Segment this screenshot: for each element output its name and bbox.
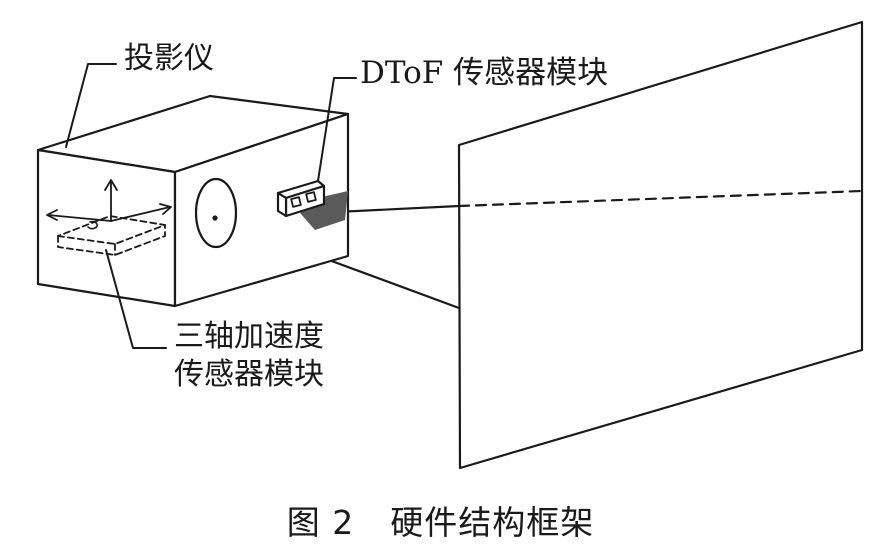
dtof-label-chinese: 传感器模块 — [453, 55, 609, 91]
dtof-module-side — [276, 191, 288, 218]
leader-projector — [65, 63, 117, 148]
accel-axis-y-arrowhead — [159, 203, 172, 215]
lens-center-dot — [212, 215, 218, 221]
accel-axis-z-arrowhead — [104, 179, 118, 191]
leader-dtof — [317, 77, 357, 182]
dtof-receiver-window — [305, 191, 317, 203]
dtof-label-latin: DToF — [360, 55, 444, 91]
projector-lens — [194, 177, 238, 249]
leader-accel — [105, 249, 167, 349]
accel-label-line-2: 传感器模块 — [174, 357, 324, 392]
accelerometer-label: 三轴加速度 传感器模块 — [174, 318, 324, 394]
projector-label: 投影仪 — [124, 41, 214, 76]
accel-module-edges — [57, 224, 166, 256]
figure-caption: 图 2 硬件结构框架 — [0, 496, 881, 544]
dtof-emission-shade — [300, 191, 348, 230]
projector-side-face — [173, 112, 350, 308]
figure-title: 硬件结构框架 — [390, 503, 595, 542]
beam-dashed-center-line — [457, 189, 864, 208]
accel-label-line-1: 三轴加速度 — [174, 319, 324, 354]
accel-axis-x — [47, 214, 112, 222]
accel-axis-y — [110, 206, 171, 222]
dtof-emitter-window — [290, 196, 302, 208]
figure-number: 图 2 — [286, 503, 355, 542]
accel-rotation-mark — [87, 220, 99, 230]
accel-axis-x-arrowhead — [46, 209, 58, 221]
projection-screen — [457, 20, 864, 470]
dtof-sensor-label: DToF 传感器模块 — [360, 58, 608, 89]
projector-front-face — [36, 148, 177, 308]
